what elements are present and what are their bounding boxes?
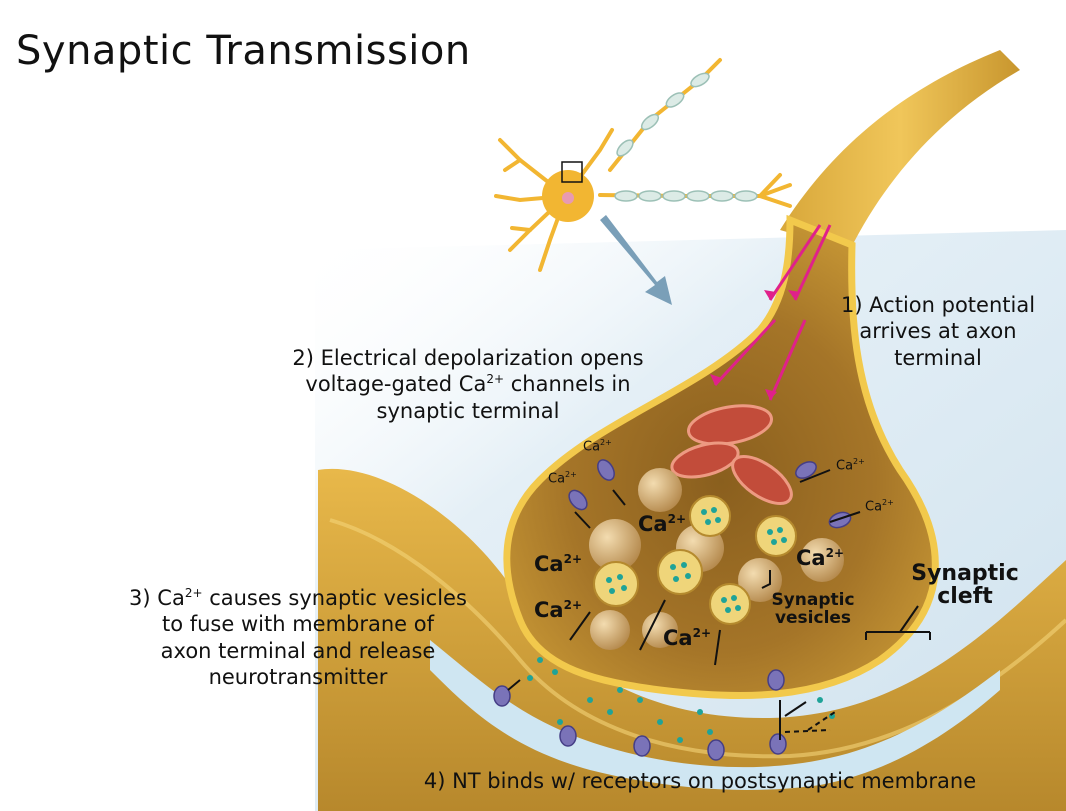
calcium-ion-label: Ca2+ xyxy=(638,512,686,536)
nt-receptor xyxy=(493,669,787,761)
neurotransmitter-dots xyxy=(527,657,835,743)
action-potential-arrows xyxy=(713,224,832,401)
synaptic-vesicle xyxy=(709,583,751,625)
page-title: Synaptic Transmission xyxy=(16,28,471,74)
neuron-icon xyxy=(494,58,792,272)
calcium-ion-label: Ca2+ xyxy=(663,626,711,650)
calcium-ion-label: Ca2+ xyxy=(534,598,582,622)
mitochondrion xyxy=(687,404,773,446)
step-4-caption: 4) NT binds w/ receptors on postsynaptic… xyxy=(423,769,977,793)
calcium-ion-label: Ca2+ xyxy=(534,552,582,576)
calcium-ion-label: Ca2+ xyxy=(548,470,577,487)
synaptic-vesicle xyxy=(755,515,797,557)
step-1-caption: 1) Action potential arrives at axon term… xyxy=(840,293,1036,370)
mitochondrion xyxy=(670,441,740,479)
step-2-caption: 2) Electrical depolarization opens volta… xyxy=(292,346,644,423)
axon xyxy=(780,50,1020,250)
synaptic-cleft-label: Synaptic cleft xyxy=(911,561,1019,610)
synaptic-vesicle xyxy=(593,561,639,607)
synaptic-vesicle xyxy=(657,549,703,595)
synaptic-cleft-space xyxy=(430,640,1000,790)
mitochondrion xyxy=(731,455,793,505)
synaptic-vesicles-label: Synaptic vesicles xyxy=(771,590,855,628)
synaptic-vesicle xyxy=(689,495,731,537)
calcium-ion-label: Ca2+ xyxy=(796,546,844,570)
zoom-arrow xyxy=(600,215,672,305)
calcium-ion-label: Ca2+ xyxy=(836,457,865,474)
step-3-caption: 3) Ca2+ causes synaptic vesicles to fuse… xyxy=(129,586,467,689)
calcium-ion-label: Ca2+ xyxy=(583,438,612,455)
calcium-ion-label: Ca2+ xyxy=(865,498,894,515)
